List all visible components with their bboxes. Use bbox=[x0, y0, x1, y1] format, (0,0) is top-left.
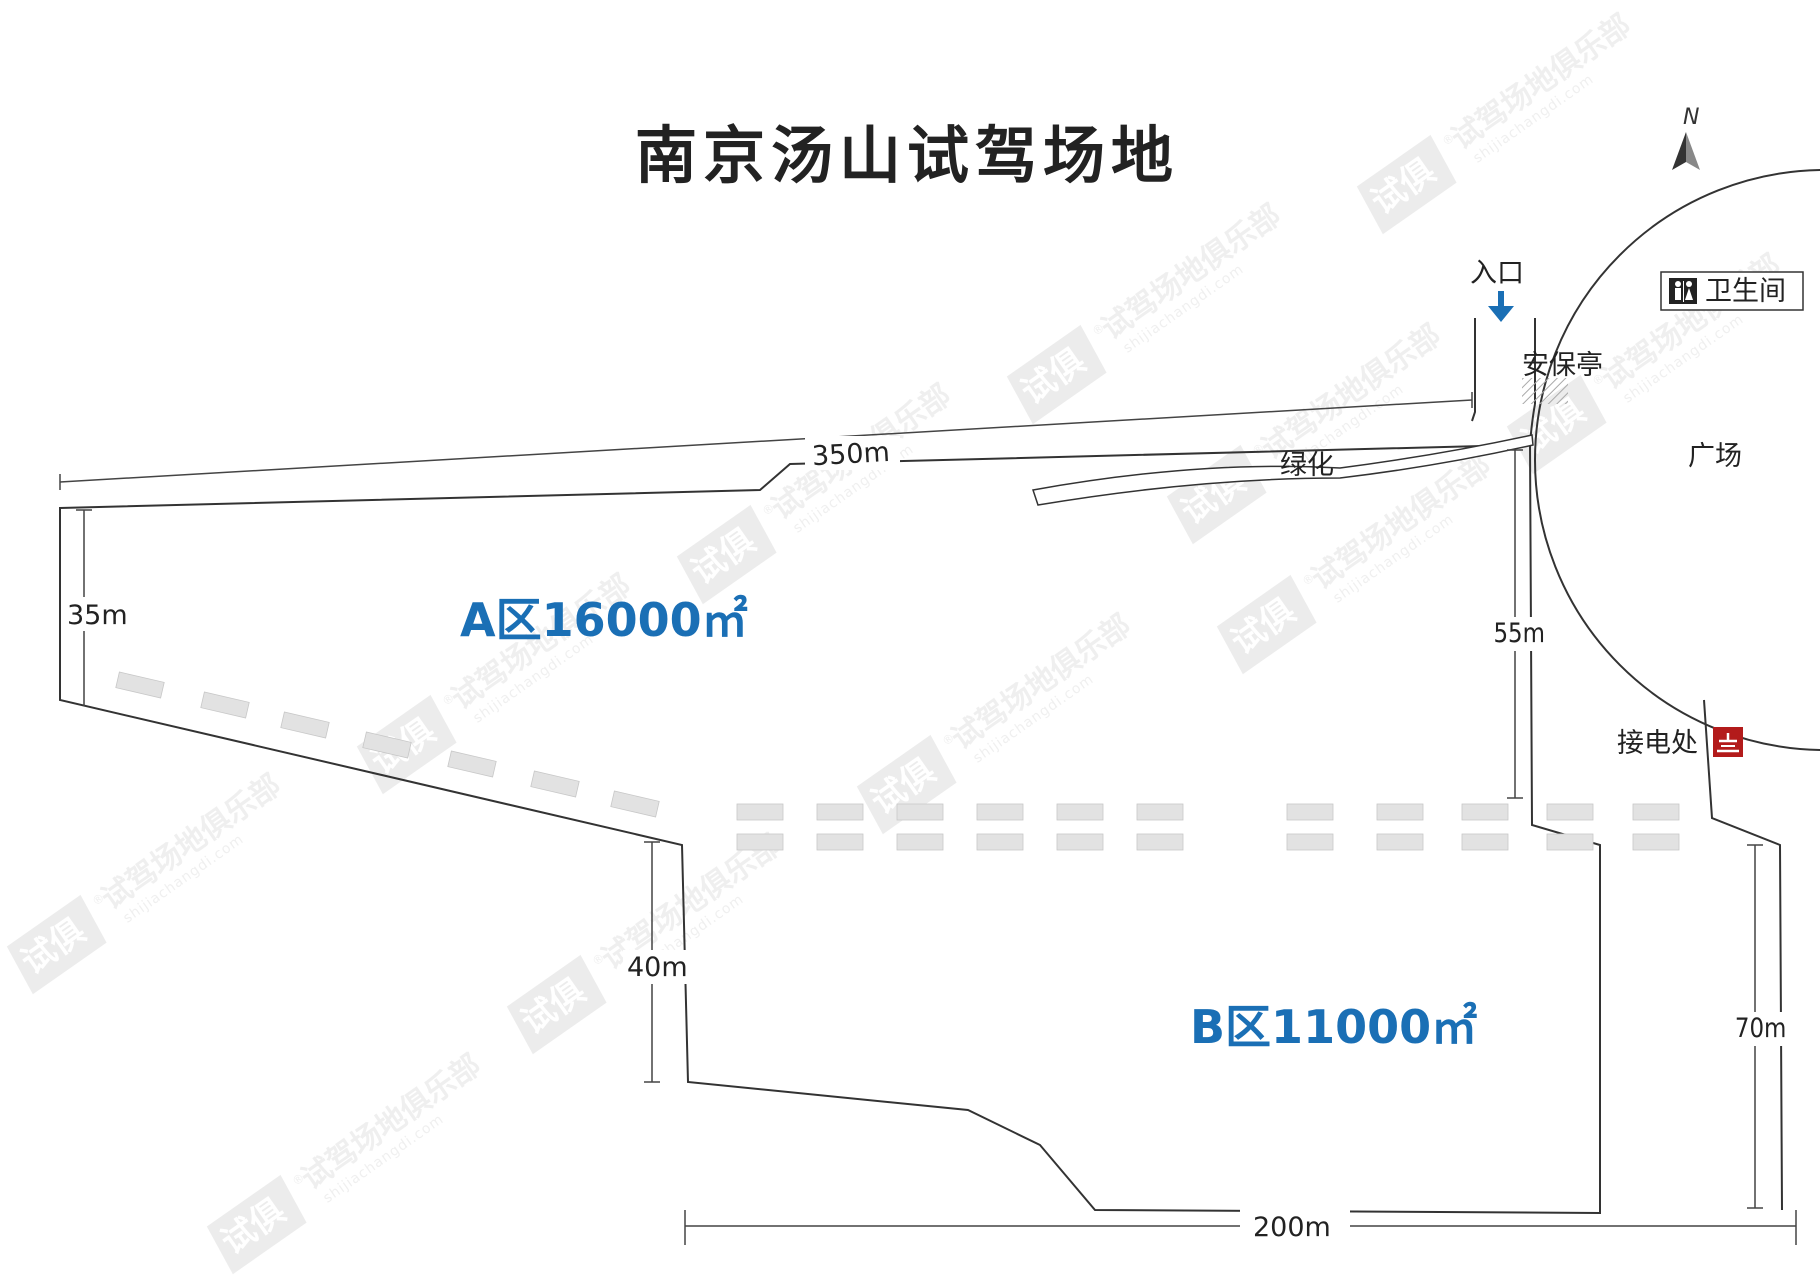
lane-dash bbox=[1286, 833, 1334, 851]
security-booth-label: 安保亭 bbox=[1522, 350, 1603, 381]
lane-dash bbox=[736, 803, 784, 821]
lane-dash bbox=[896, 803, 944, 821]
north-label: N bbox=[1683, 105, 1699, 130]
restroom-sign: 卫生间 bbox=[1660, 271, 1804, 311]
zone-a-label: A区16000㎡ bbox=[460, 593, 748, 647]
lane-dash bbox=[896, 833, 944, 851]
right-height-a-label: 55m bbox=[1493, 617, 1545, 648]
entrance-arrow-icon bbox=[1488, 291, 1514, 322]
security-booth-hatch bbox=[1522, 378, 1568, 404]
entrance-road-left bbox=[1471, 318, 1476, 422]
lane-dash bbox=[1376, 833, 1424, 851]
lane-dash bbox=[447, 750, 497, 778]
restroom-label: 卫生间 bbox=[1705, 276, 1786, 307]
left-height-b-label: 40m bbox=[627, 952, 688, 983]
lane-dash bbox=[1632, 833, 1680, 851]
lane-dash bbox=[1136, 803, 1184, 821]
map-title: 南京汤山试驾场地 bbox=[635, 119, 1179, 192]
lane-dash bbox=[976, 803, 1024, 821]
lane-dash bbox=[200, 691, 250, 719]
right-height-b-label: 70m bbox=[1735, 1012, 1787, 1043]
watermark-text: 试驾场地俱乐部 bbox=[295, 1048, 487, 1197]
lane-dash bbox=[1136, 833, 1184, 851]
left-width-label: 35m bbox=[67, 600, 128, 631]
plaza-label: 广场 bbox=[1688, 441, 1742, 472]
lane-dash bbox=[1632, 803, 1680, 821]
watermark-text: 试驾场地俱乐部 bbox=[945, 608, 1137, 757]
entrance-label: 入口 bbox=[1470, 258, 1524, 289]
zone-b-label: B区11000㎡ bbox=[1190, 1000, 1477, 1054]
lane-dash bbox=[1056, 803, 1104, 821]
dimension-lines bbox=[59, 392, 1797, 1245]
site-outline bbox=[59, 442, 1601, 1215]
watermark-text: 试驾场地俱乐部 bbox=[95, 768, 287, 917]
lane-dash bbox=[1461, 803, 1509, 821]
lane-dash bbox=[816, 803, 864, 821]
power-point-edge bbox=[1703, 699, 1783, 1211]
lane-dash bbox=[1546, 833, 1594, 851]
dimension-a-right-label: 55m bbox=[1492, 617, 1554, 651]
power-point-label: 接电处 bbox=[1617, 728, 1698, 759]
top-length-label: 350m bbox=[811, 437, 890, 472]
lane-dash bbox=[362, 731, 412, 759]
lane-dash bbox=[280, 711, 330, 739]
lane-dash bbox=[816, 833, 864, 851]
power-icon bbox=[1713, 727, 1743, 757]
lane-dash bbox=[736, 833, 784, 851]
lane-dash bbox=[1286, 803, 1334, 821]
dimension-b-right-label: 70m bbox=[1732, 1012, 1786, 1046]
watermark-text: 试驾场地俱乐部 bbox=[1445, 8, 1637, 157]
lane-dashes bbox=[115, 671, 1680, 851]
dimension-top-label: 350m bbox=[805, 436, 900, 472]
lane-dash bbox=[1546, 803, 1594, 821]
north-arrow-icon: N bbox=[1672, 105, 1700, 170]
lane-dash bbox=[115, 671, 165, 699]
green-belt bbox=[1032, 434, 1534, 506]
lane-dash bbox=[610, 790, 660, 818]
watermark-text: 试驾场地俱乐部 bbox=[1595, 248, 1787, 397]
watermark-text: 试驾场地俱乐部 bbox=[1255, 318, 1447, 467]
dimension-b-left-label: 40m bbox=[623, 950, 691, 984]
watermark-text: 试驾场地俱乐部 bbox=[1095, 198, 1287, 347]
bottom-length-label: 200m bbox=[1253, 1212, 1331, 1243]
lane-dash bbox=[976, 833, 1024, 851]
dimension-bottom-label: 200m bbox=[1240, 1208, 1350, 1244]
lane-dash bbox=[530, 770, 580, 798]
lane-dash bbox=[1461, 833, 1509, 851]
lane-dash bbox=[1376, 803, 1424, 821]
lane-dash bbox=[1056, 833, 1104, 851]
green-belt-label: 绿化 bbox=[1280, 450, 1334, 481]
plaza-area bbox=[1534, 169, 1820, 751]
dimension-left-label: 35m bbox=[66, 597, 136, 631]
